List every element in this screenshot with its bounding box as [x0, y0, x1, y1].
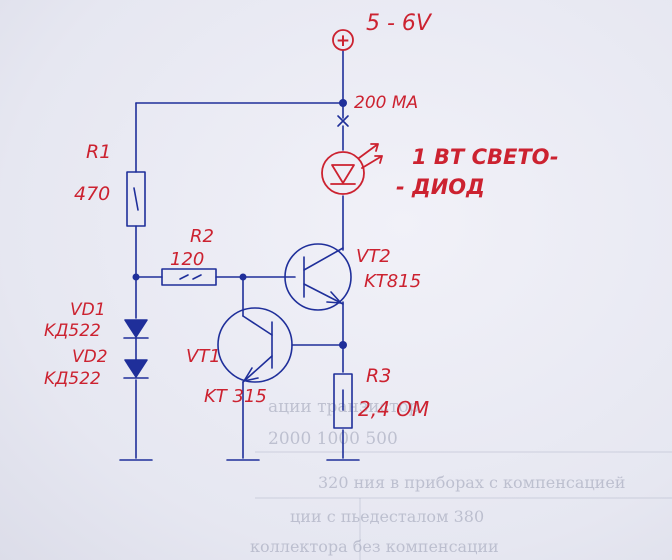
- supply-terminal: + 5 - 6V: [332, 11, 433, 51]
- vt2-emitter-arrow: [326, 291, 342, 304]
- vt1-collector: [242, 315, 273, 336]
- vt2-part: KT815: [364, 271, 421, 292]
- r2-mark: [179, 274, 202, 280]
- vd2-name: VD2: [72, 347, 108, 367]
- diode-vd2: VD2 KД522: [44, 337, 149, 389]
- vt1-name: VT1: [186, 346, 221, 367]
- led-emission-arrow-1: [358, 143, 379, 159]
- background-bleed-text: ации транзистор 2000 1000 500 320 ния в …: [250, 397, 672, 560]
- led-label-line1: 1 BT CBETO-: [412, 145, 559, 169]
- vt2-circle: [284, 243, 352, 311]
- bleed-line-1: ации транзистор: [268, 397, 420, 417]
- transistor-vt1: VT1 KT 315: [186, 307, 293, 407]
- junction-dot: [239, 273, 247, 281]
- resistor-r2: R2 120: [161, 226, 217, 286]
- led-label-line2: - ДИОД: [396, 175, 485, 199]
- led-symbol: 1 BT CBETO- - ДИОД: [321, 143, 559, 199]
- r2-body: [161, 268, 217, 286]
- r1-body: [126, 171, 146, 227]
- r2-value: 120: [170, 249, 204, 270]
- vd2-part: KД522: [44, 369, 101, 389]
- diode-vd1: VD1 KД522: [44, 300, 149, 341]
- r1-name: R1: [86, 141, 111, 163]
- bleed-line-4: ции с пьедесталом 380: [290, 507, 484, 526]
- r1-value: 470: [74, 183, 110, 205]
- resistor-r3: R3 2,4 OM: [333, 365, 429, 429]
- vt1-emitter-arrow: [243, 367, 259, 382]
- bleed-line-5: коллектора без компенсации: [250, 537, 499, 556]
- r2-name: R2: [190, 226, 214, 247]
- vt1-circle: [217, 307, 293, 383]
- r3-name: R3: [366, 365, 391, 387]
- supply-voltage-label: 5 - 6V: [366, 11, 433, 36]
- supply-plus-symbol: +: [336, 31, 350, 51]
- bleed-line-3: 320 ния в приборах с компенсацией: [318, 473, 625, 492]
- junction-dot: [339, 99, 347, 107]
- led-circle: [321, 151, 365, 195]
- vt1-part: KT 315: [204, 386, 267, 407]
- junction-dot: [132, 273, 140, 281]
- transistor-vt2: VT2 KT815: [284, 243, 421, 311]
- vt1-emitter: [242, 355, 273, 383]
- resistor-r1: R1 470: [74, 141, 146, 227]
- r3-body: [333, 373, 353, 429]
- r1-mark: [133, 187, 139, 211]
- vt2-collector: [303, 247, 344, 271]
- supply-circle: [332, 29, 354, 51]
- led-emission-arrow-2: [361, 155, 383, 169]
- vd1-name: VD1: [70, 300, 106, 320]
- bleed-line-2: 2000 1000 500: [268, 429, 398, 449]
- junction-dot: [339, 341, 347, 349]
- vt2-name: VT2: [356, 246, 391, 267]
- vd1-part: KД522: [44, 321, 101, 341]
- vd1-triangle: [124, 319, 148, 338]
- r3-value: 2,4 OM: [358, 397, 429, 421]
- current-label: 200 MA: [354, 93, 418, 113]
- led-triangle: [331, 164, 355, 184]
- current-measure-mark: [337, 115, 349, 127]
- vt2-emitter: [303, 283, 344, 305]
- vd2-triangle: [124, 359, 148, 378]
